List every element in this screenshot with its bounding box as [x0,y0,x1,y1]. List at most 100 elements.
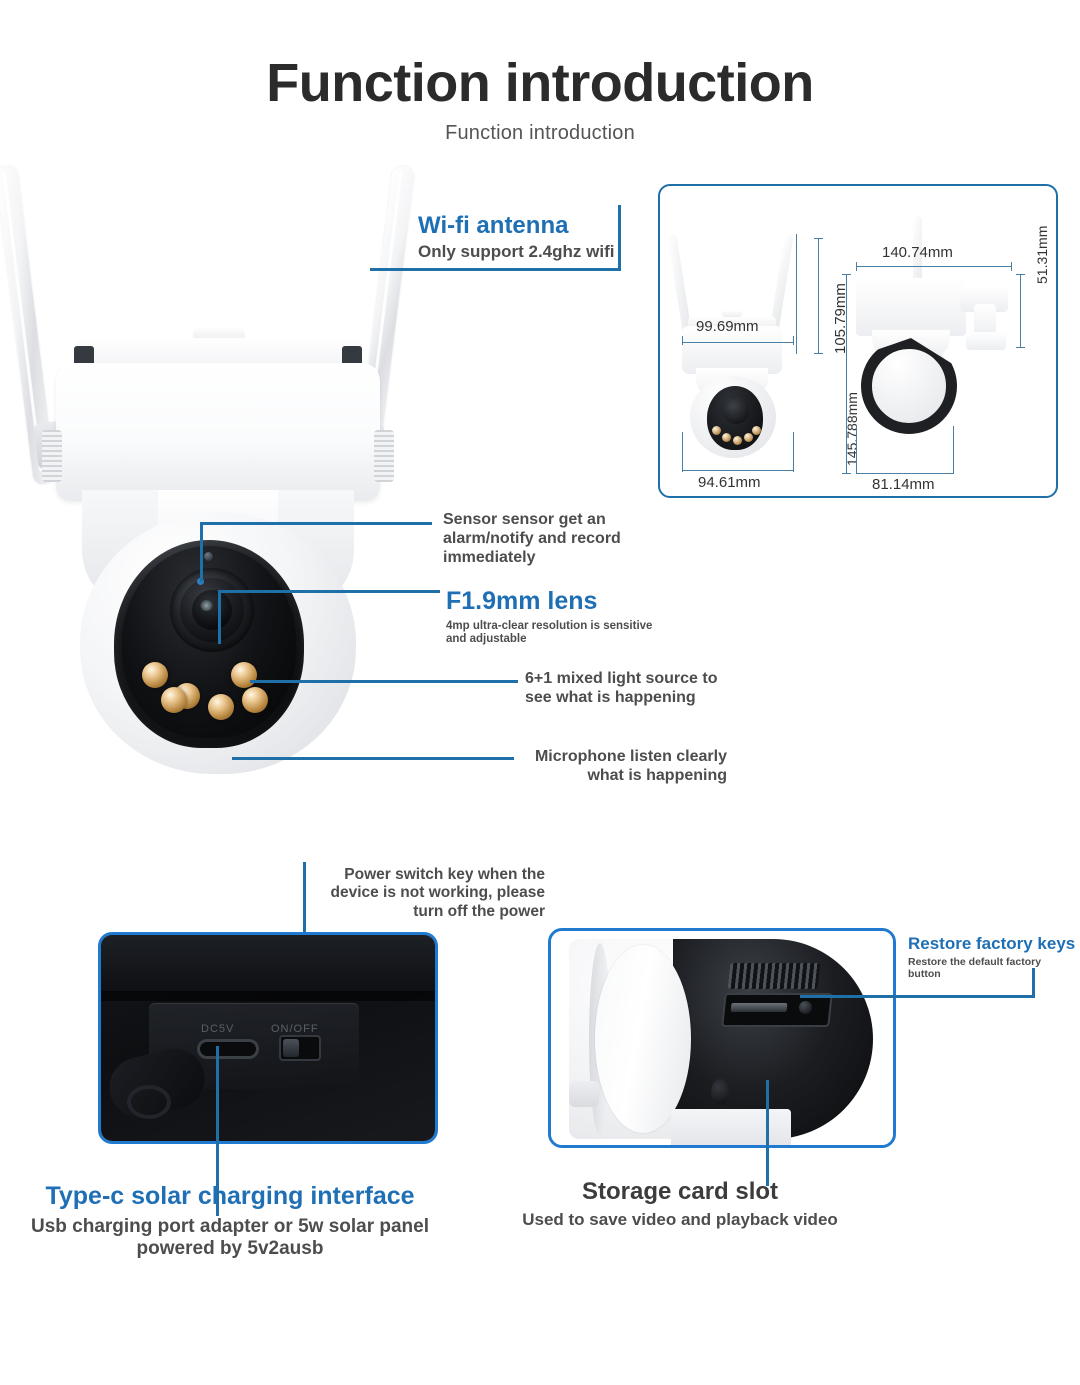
dim-side-w-tick-l [856,262,857,271]
dim-w-bot-v-r [793,432,794,472]
callout-lens-title: F1.9mm lens [446,587,598,615]
storage-panel-foot [671,1109,791,1145]
dim-front-lens [723,398,749,424]
callout-typec: Type-c solar charging interface Usb char… [30,1182,430,1260]
dim-label-side-width: 140.74mm [882,244,953,261]
dim-label-side-mount-height: 51.31mm [1034,225,1050,284]
sd-card-slot-icon [730,1003,788,1012]
callout-typec-title: Type-c solar charging interface [45,1182,415,1210]
storage-panel-rim [595,945,691,1133]
dim-side-head [856,278,966,336]
dim-h-guide [796,234,797,354]
camera-vent-right [374,430,394,482]
storage-slot-detail-panel [548,928,896,1148]
callout-restore-desc: Restore the default factory button [908,956,1042,981]
lens-glint [200,600,213,611]
callout-restore: Restore factory keys Restore the default… [908,934,1076,981]
dim-w-bot-v-l [682,432,683,472]
usb-panel-shelf [101,935,435,993]
callout-microphone-desc: Microphone listen clearly what is happen… [534,748,727,784]
dim-side-bw-v-r [953,426,954,474]
dim-w-top-tick-l [682,336,683,345]
led-3 [208,694,234,720]
dim-side-bw-line [856,473,954,474]
dim-side-th-tick-b [842,473,851,474]
microphone-leader-line [232,757,514,760]
camera-head-housing [56,363,380,501]
dim-label-side-total-height: 145.788mm [844,392,860,466]
wifi-leader-line [370,268,618,271]
callout-storage: Storage card slot Used to save video and… [505,1178,855,1230]
usb-port-mark: DC5V [201,1023,235,1035]
page-title: Function introduction [266,53,814,113]
dim-side-bw-v-l [856,426,857,474]
wifi-leader-line-vertical [618,205,621,271]
page-subtitle: Function introduction [445,122,635,144]
dim-side-mh-line [1020,274,1021,348]
dim-side-black-ring [861,338,957,434]
callout-lens-desc: 4mp ultra-clear resolution is sensitive … [446,619,653,646]
led-5 [231,662,257,688]
storage-leader-line [766,1080,769,1186]
led-1 [142,662,168,688]
restore-leader-vertical [1032,968,1035,998]
lens-inner [192,590,232,630]
dim-h-tick-bottom [814,353,823,354]
led-6 [161,687,187,713]
callout-lens: F1.9mm lens 4mp ultra-clear resolution i… [446,587,686,647]
dim-side-th-tick-t [842,274,851,275]
restore-leader-line [800,995,1035,998]
power-switch-knob [283,1039,299,1057]
light-sensor-icon [204,552,213,561]
dim-w-bot-line [682,470,794,471]
storage-panel-hole [711,1079,729,1105]
dim-front-led-2 [722,433,731,442]
callout-wifi: Wi-fi antenna Only support 2.4ghz wifi [418,212,668,262]
camera-clip-left [74,346,94,368]
callout-storage-title: Storage card slot [581,1178,779,1205]
callout-typec-desc: Usb charging port adapter or 5w solar pa… [30,1215,430,1259]
callout-wifi-desc: Only support 2.4ghz wifi [418,242,615,262]
camera-clip-right [342,346,362,368]
speaker-grille-icon [727,963,821,989]
light-leader-line [250,680,518,683]
dim-front-top-nub [722,310,742,317]
dim-label-side-bottom-width: 81.14mm [872,476,935,493]
callout-power-switch-desc: Power switch key when the device is not … [330,866,546,920]
usb-port-detail-panel: DC5V ON/OFF [98,932,438,1144]
dim-side-w-line [856,266,1012,267]
dim-side-mount-post [974,304,996,338]
dim-w-top-tick-r [793,336,794,345]
callout-sensor-desc: Sensor sensor get an alarm/notify and re… [443,511,621,566]
callout-restore-title: Restore factory keys [908,934,1076,953]
typec-leader-line [216,1046,219,1216]
dim-front-led-5 [752,426,761,435]
lens-leader-horizontal [218,590,440,593]
callout-light-desc: 6+1 mixed light source to see what is ha… [525,670,718,706]
dim-w-top-line [682,342,794,343]
dim-front-led-1 [712,426,721,435]
sensor-leader-vertical [200,524,203,582]
dim-h-tick-top [814,238,823,239]
sensor-leader-horizontal [200,522,432,525]
callout-storage-desc: Used to save video and playback video [522,1210,838,1230]
dim-side-mh-tick-b [1016,347,1025,348]
dim-front-led-3 [733,436,742,445]
dim-side-mount-base [966,332,1006,350]
reset-button-icon [799,1001,812,1014]
dim-h-line [818,238,819,354]
main-camera-illustration [0,160,418,800]
dim-side-th-line [846,274,847,474]
camera-vent-left [42,430,62,482]
switch-mark: ON/OFF [271,1023,319,1035]
usb-panel-ring [127,1085,171,1119]
dim-label-front-bottom-width: 94.61mm [698,474,761,491]
dim-side-mh-tick-t [1016,274,1025,275]
led-4 [242,687,268,713]
usb-c-port-icon [197,1039,259,1059]
dim-label-front-top-width: 99.69mm [696,318,759,335]
callout-wifi-title: Wi-fi antenna [418,212,569,239]
usb-panel-shadow [101,991,435,1001]
dim-front-led-4 [744,433,753,442]
